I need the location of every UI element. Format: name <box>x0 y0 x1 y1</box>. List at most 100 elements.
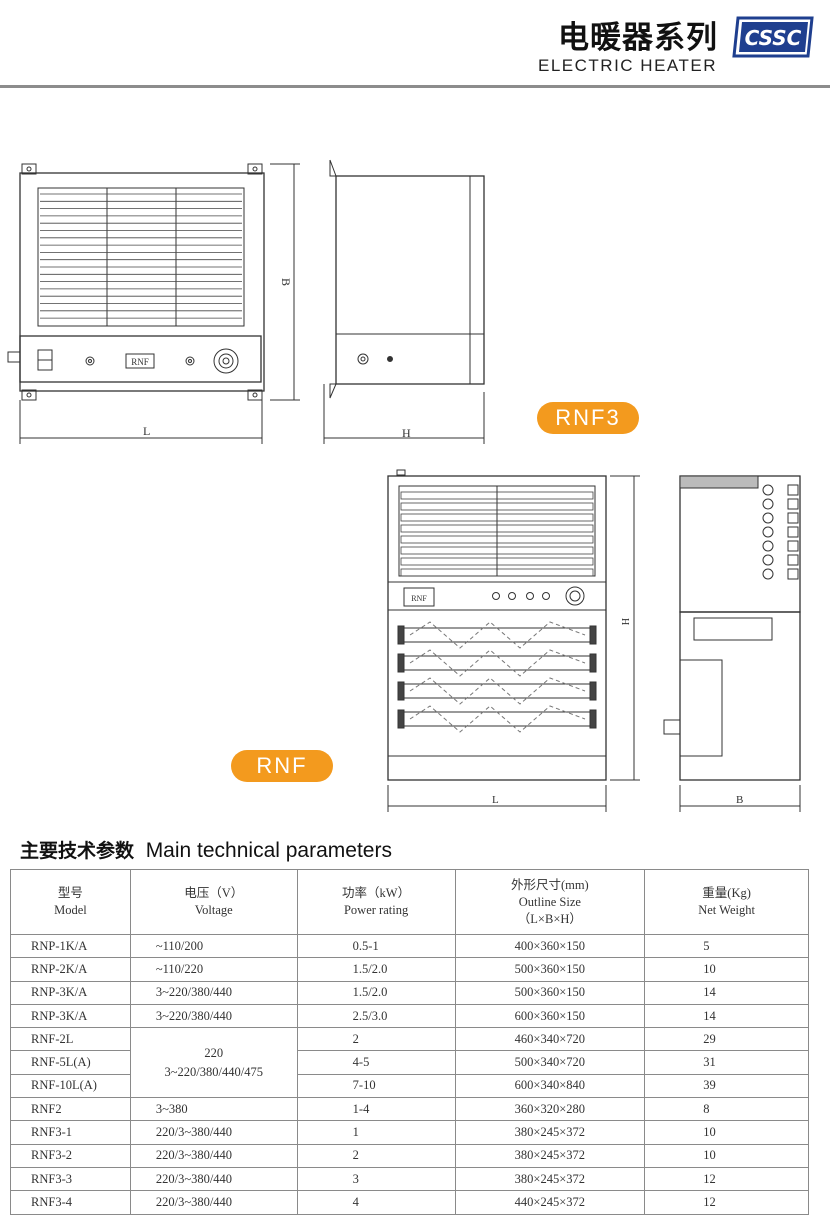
terminal-block <box>787 568 799 580</box>
cell-weight: 10 <box>644 957 809 982</box>
louver-slat <box>400 546 594 555</box>
cell-size: 600×340×840 <box>454 1073 646 1099</box>
rnf-panel-label: RNF <box>411 594 427 603</box>
rnf3-side-view: H <box>323 159 485 444</box>
cell-weight: 29 <box>644 1027 809 1052</box>
header-divider <box>0 85 830 88</box>
cell-weight: 14 <box>644 980 809 1005</box>
cell-voltage: 220/3~380/440 <box>129 1143 298 1168</box>
louver-slat <box>400 524 594 533</box>
coil-wire <box>409 677 586 705</box>
terminal <box>762 554 774 566</box>
header-title-cn: 电暖器系列 <box>558 20 718 56</box>
cell-size: 500×360×150 <box>454 980 646 1005</box>
terminal <box>762 512 774 524</box>
cell-size: 460×340×720 <box>454 1027 646 1052</box>
terminal <box>762 484 774 496</box>
section-title-en: Main technical parameters <box>145 839 392 862</box>
heating-element <box>397 655 597 671</box>
coil-end <box>397 653 405 673</box>
cell-power: 1-4 <box>296 1097 456 1122</box>
rnf-dim-b: B <box>736 794 743 806</box>
terminal-block <box>787 540 799 552</box>
cell-model: RNF-10L(A) <box>10 1073 131 1099</box>
coil-end <box>397 681 405 701</box>
coil-end <box>589 653 597 673</box>
cell-power: 2.5/3.0 <box>296 1003 456 1029</box>
cell-weight: 12 <box>644 1190 809 1215</box>
terminal-block <box>787 498 799 510</box>
logo-text: CSSC <box>745 26 802 50</box>
cell-model: RNP-2K/A <box>10 957 131 982</box>
cell-weight: 8 <box>644 1097 809 1122</box>
header-size: 外形尺寸(mm)Outline Size（L×B×H） <box>454 869 646 935</box>
rnf-dim-l: L <box>492 794 499 806</box>
model-tag-rnf: RNF <box>231 750 333 782</box>
cell-model: RNF3-3 <box>10 1166 131 1192</box>
cell-voltage: ~110/220 <box>129 957 298 982</box>
cell-size: 600×360×150 <box>454 1003 646 1029</box>
cell-power: 0.5-1 <box>296 933 456 959</box>
cell-model: RNP-3K/A <box>10 1003 131 1029</box>
cell-weight: 14 <box>644 1003 809 1029</box>
cell-size: 500×340×720 <box>454 1050 646 1075</box>
cell-model: RNF3-1 <box>10 1120 131 1145</box>
header-weight: 重量(Kg)Net Weight <box>644 869 809 935</box>
rnf3-dim-b: B <box>279 278 293 286</box>
cell-size: 380×245×372 <box>454 1166 646 1192</box>
cell-weight: 10 <box>644 1143 809 1168</box>
cell-model: RNF-5L(A) <box>10 1050 131 1075</box>
cell-power: 2 <box>296 1143 456 1168</box>
louver-slat <box>400 513 594 522</box>
coil-end <box>397 625 405 645</box>
header-power: 功率（kW）Power rating <box>296 869 456 935</box>
model-tag-rnf3: RNF3 <box>537 402 639 434</box>
terminal <box>762 526 774 538</box>
terminal <box>762 568 774 580</box>
cell-size: 440×245×372 <box>454 1190 646 1215</box>
cell-voltage: 220/3~380/440 <box>129 1166 298 1192</box>
section-title: 主要技术参数 Main technical parameters <box>20 836 392 863</box>
cell-weight: 39 <box>644 1073 809 1099</box>
cell-size: 360×320×280 <box>454 1097 646 1122</box>
technical-drawings: RNF L B H RNF <box>7 159 801 812</box>
cell-size: 500×360×150 <box>454 957 646 982</box>
louver-slat <box>400 491 594 500</box>
cell-power: 1 <box>296 1120 456 1145</box>
cell-power: 4 <box>296 1190 456 1215</box>
rnf3-dim-l: L <box>143 424 150 438</box>
cell-model: RNF2 <box>10 1097 131 1122</box>
cell-voltage: 220/3~380/440 <box>129 1190 298 1215</box>
cell-size: 400×360×150 <box>454 933 646 959</box>
cssc-logo: CSSC <box>732 16 814 58</box>
coil-wire <box>409 649 586 677</box>
cell-weight: 31 <box>644 1050 809 1075</box>
merged-voltage-line1: 220 <box>204 1045 224 1060</box>
rnf-front-view: RNF L H <box>387 469 640 812</box>
cell-weight: 5 <box>644 933 809 959</box>
louver-slat <box>400 557 594 566</box>
cell-power: 2 <box>296 1027 456 1052</box>
cell-voltage: 220/3~380/440 <box>129 1120 298 1145</box>
louver-slat <box>400 568 594 577</box>
terminal-block <box>787 484 799 496</box>
terminal <box>762 540 774 552</box>
cell-model: RNP-3K/A <box>10 980 131 1005</box>
coil-end <box>589 681 597 701</box>
cell-power: 7-10 <box>296 1073 456 1099</box>
heating-element <box>397 683 597 699</box>
coil-wire <box>409 621 586 649</box>
rnf3-panel-label: RNF <box>131 357 149 367</box>
cell-model: RNF3-2 <box>10 1143 131 1168</box>
louver-slat <box>400 535 594 544</box>
